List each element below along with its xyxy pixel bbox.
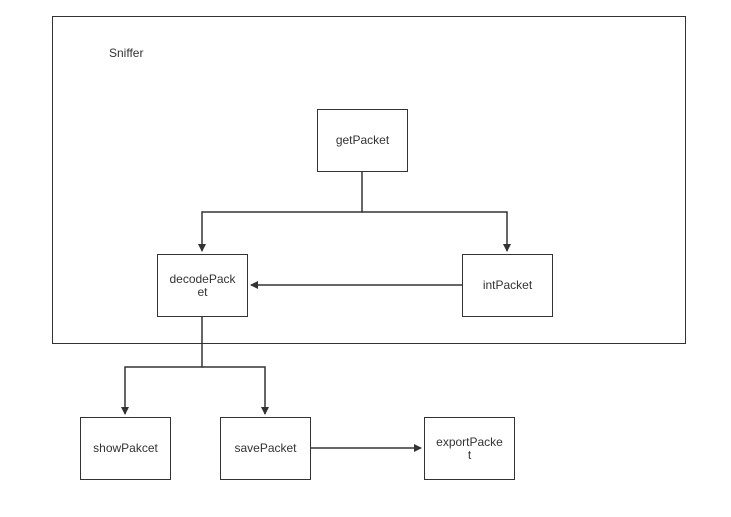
node-show-packet[interactable]: showPakcet — [80, 417, 171, 480]
node-int-packet-label: intPacket — [482, 278, 533, 292]
node-get-packet[interactable]: getPacket — [317, 109, 408, 172]
node-export-packet-label: exportPacket — [436, 434, 503, 462]
node-get-packet-label: getPacket — [335, 133, 390, 147]
sniffer-container — [52, 16, 686, 344]
node-save-packet[interactable]: savePacket — [220, 417, 311, 480]
sniffer-container-label: Sniffer — [109, 46, 144, 60]
connector-get-to-int — [362, 211, 511, 252]
node-decode-packet-label: decodePacket — [169, 271, 236, 299]
node-save-packet-label: savePacket — [234, 441, 297, 455]
node-export-packet[interactable]: exportPacket — [424, 417, 515, 480]
node-int-packet[interactable]: intPacket — [462, 254, 553, 317]
node-show-packet-label: showPakcet — [93, 441, 158, 455]
connector-decode-to-show — [121, 317, 203, 415]
connector-decode-to-save — [202, 366, 269, 415]
node-decode-packet[interactable]: decodePacket — [157, 254, 248, 317]
connector-get-to-decode — [198, 172, 363, 252]
